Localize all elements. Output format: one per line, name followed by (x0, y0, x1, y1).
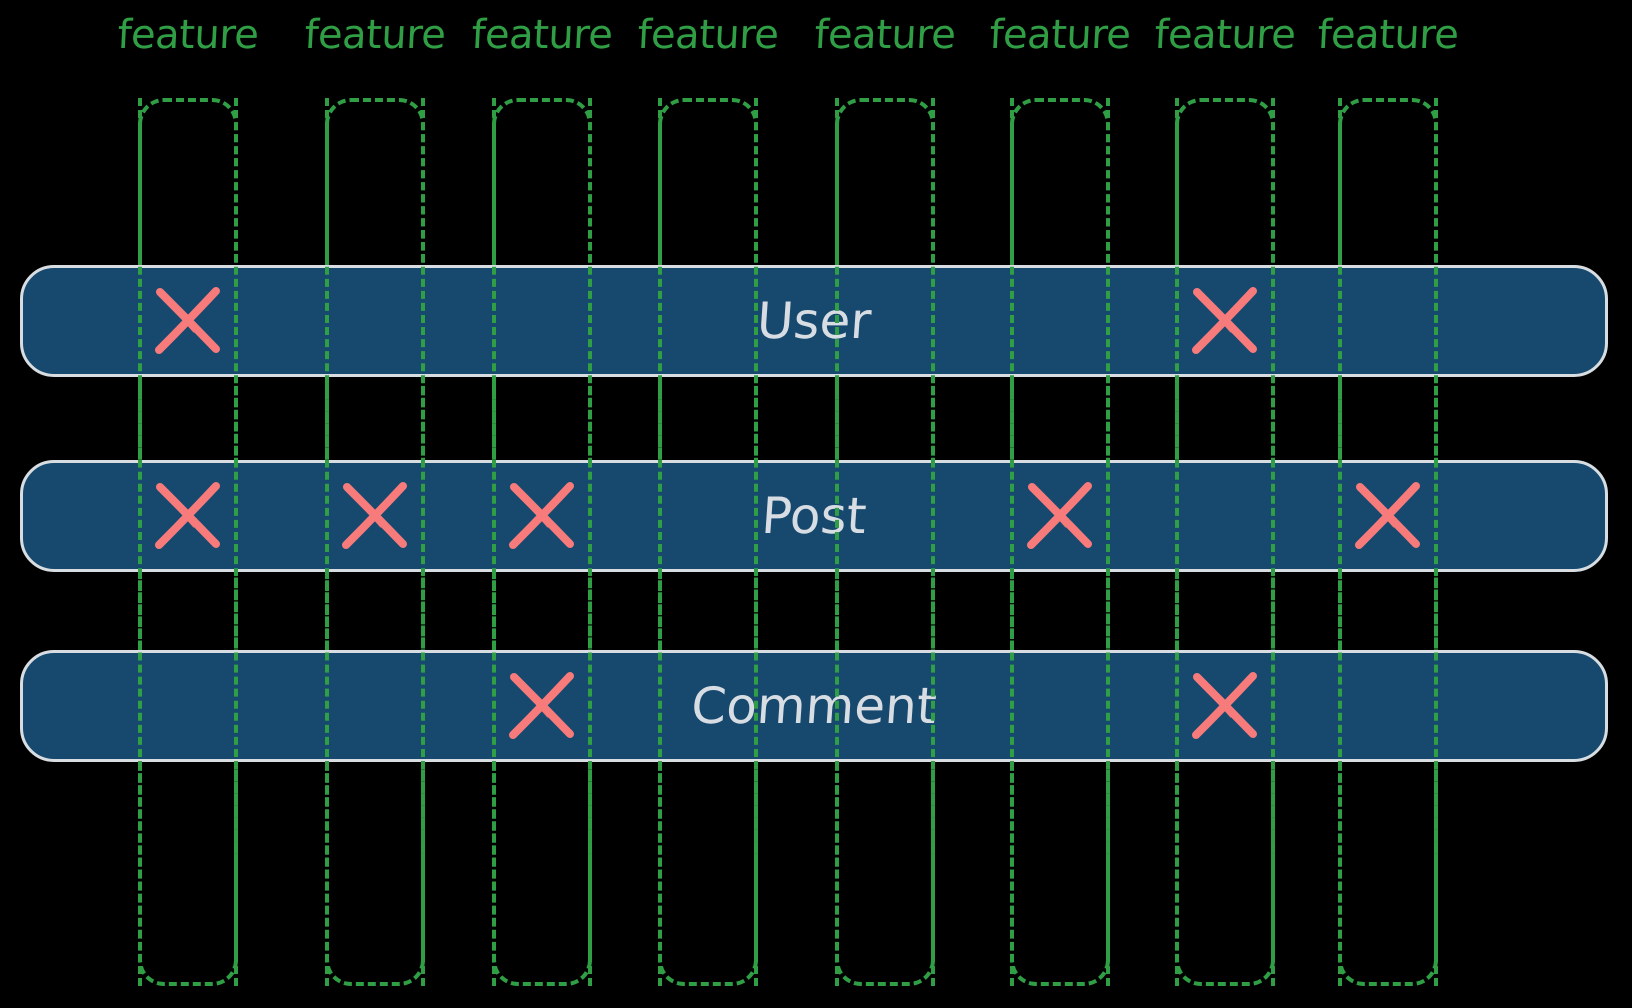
entity-label: User (754, 292, 874, 350)
feature-column-label-3: feature (470, 12, 614, 58)
feature-column-label-7: feature (1153, 12, 1297, 58)
x-cross-icon (1354, 482, 1422, 550)
feature-column-label-4: feature (636, 12, 780, 58)
x-cross-icon (1191, 672, 1259, 740)
x-cross-icon (1026, 482, 1094, 550)
x-cross-icon (154, 287, 222, 355)
feature-column-label-1: feature (116, 12, 260, 58)
entity-row-user[interactable]: User (20, 265, 1608, 377)
entity-row-comment[interactable]: Comment (20, 650, 1608, 762)
feature-column-label-6: feature (988, 12, 1132, 58)
x-cross-icon (508, 672, 576, 740)
x-cross-icon (154, 482, 222, 550)
x-cross-icon (1191, 287, 1259, 355)
entity-label: Comment (689, 677, 939, 735)
feature-column-label-2: feature (303, 12, 447, 58)
feature-column-label-5: feature (813, 12, 957, 58)
x-cross-icon (341, 482, 409, 550)
entity-row-post[interactable]: Post (20, 460, 1608, 572)
feature-column-label-8: feature (1316, 12, 1460, 58)
x-cross-icon (508, 482, 576, 550)
